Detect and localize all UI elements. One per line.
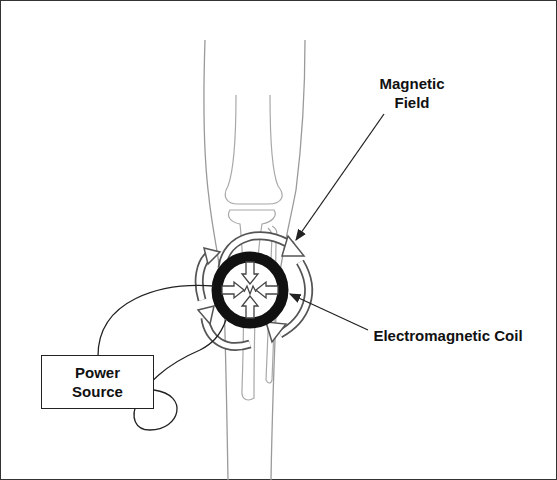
leg-outline — [204, 40, 305, 480]
magnetic-field-arcs — [198, 236, 309, 347]
process-box: Power Source — [41, 355, 154, 409]
leader-lines — [290, 114, 384, 330]
coil-label: Electromagnetic Coil — [368, 326, 528, 345]
field-label: Magnetic Field — [367, 74, 457, 112]
box-text: Power Source — [49, 363, 146, 401]
electromagnetic-coil — [217, 257, 283, 323]
field-arrows — [222, 262, 278, 318]
